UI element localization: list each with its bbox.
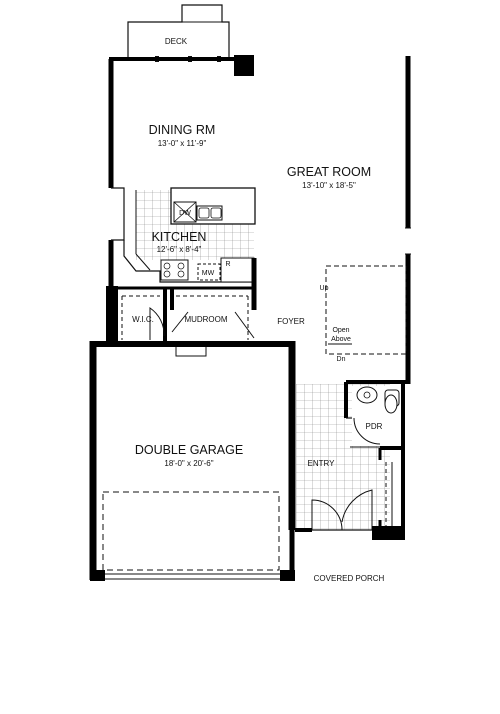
mudroom-label: MUDROOM [184, 315, 227, 324]
covered-porch-label: COVERED PORCH [314, 574, 385, 583]
entry-label: ENTRY [308, 459, 336, 468]
foyer-label: FOYER [277, 317, 305, 326]
powder-room-label: PDR [366, 422, 383, 431]
great-room-dims: 13'-10" x 18'-5" [302, 181, 356, 190]
garage-label: DOUBLE GARAGE [135, 443, 243, 457]
kitchen-dims: 12'-6" x 8'-4" [157, 245, 202, 254]
microwave-label: MW [202, 270, 215, 277]
garage [89, 341, 296, 581]
garage-dims: 18'-0" x 20'-6" [164, 459, 213, 468]
stairs-down-label: Dn [337, 356, 346, 363]
open-above-label-1: Open [332, 327, 349, 334]
kitchen-label: KITCHEN [152, 230, 207, 244]
stairs-open-above [325, 265, 407, 355]
great-room-label: GREAT ROOM [287, 165, 371, 179]
deck [127, 4, 230, 62]
stairs-up-label: Up [320, 285, 329, 292]
wic-label: W.I.C. [132, 315, 154, 324]
exterior-walls [108, 55, 411, 384]
kitchen-floor [123, 187, 256, 283]
entry [295, 380, 408, 540]
dining-room-label: DINING RM [149, 123, 216, 137]
dining-room-dims: 13'-0" x 11'-9" [158, 139, 207, 148]
deck-label: DECK [165, 37, 188, 46]
interior-walls [106, 258, 257, 357]
open-above-label-2: Above [331, 336, 351, 343]
refrigerator-label: R [225, 261, 230, 268]
dishwasher-label: DW [179, 210, 191, 217]
